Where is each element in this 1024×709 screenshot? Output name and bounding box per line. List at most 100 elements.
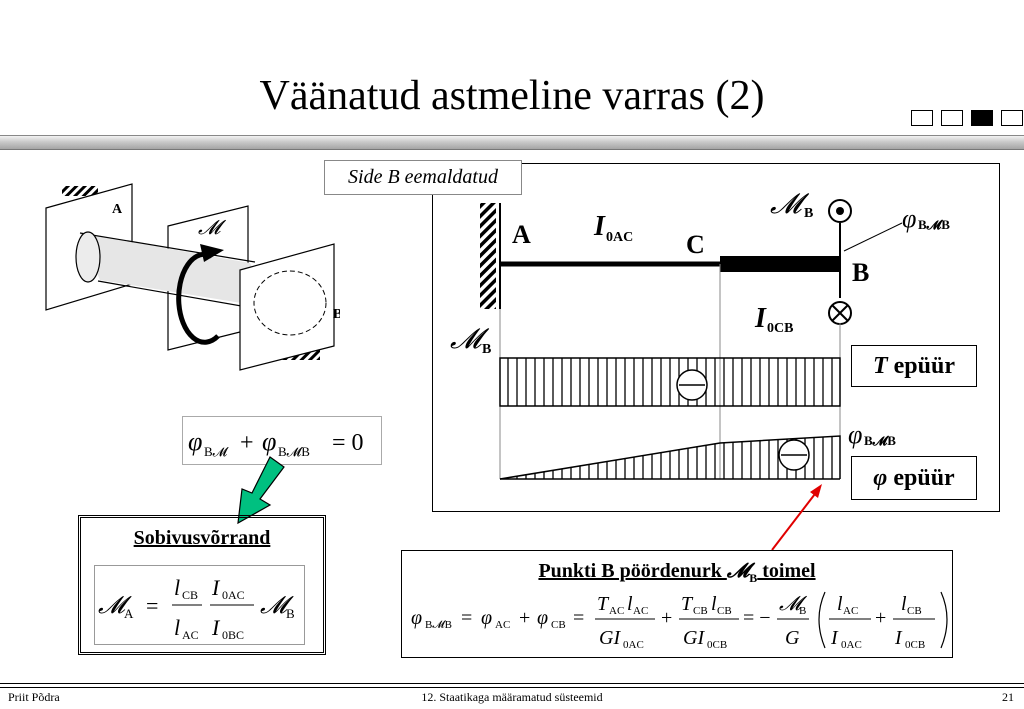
shaft-3d-figure: A B 𝓜	[45, 183, 340, 371]
svg-text:I: I	[211, 615, 221, 640]
svg-text:0CB: 0CB	[905, 639, 925, 651]
svg-text:l: l	[901, 593, 907, 615]
shaft-section-b	[253, 270, 327, 336]
svg-text:B: B	[482, 342, 491, 357]
rotation-angle-box	[401, 550, 953, 658]
svg-text:φ: φ	[537, 607, 548, 629]
side-removed-label: Side B eemaldatud	[324, 160, 522, 195]
svg-text:AC: AC	[633, 605, 648, 617]
segment-cb	[720, 256, 840, 272]
svg-text:AC: AC	[843, 605, 858, 617]
svg-text:φ: φ	[481, 607, 492, 629]
svg-text:φ: φ	[262, 427, 276, 456]
svg-text:= 0: = 0	[332, 430, 364, 456]
svg-text:CB: CB	[551, 619, 566, 631]
svg-text:B: B	[799, 605, 806, 617]
twist-angle-diagram	[500, 436, 840, 479]
wall-support-hatch	[480, 203, 496, 309]
svg-text:l: l	[711, 593, 717, 615]
footer-divider	[0, 683, 1024, 688]
torque-arrow	[176, 251, 220, 345]
svg-text:CB: CB	[693, 605, 708, 617]
svg-text:B𝓜B: B𝓜B	[425, 619, 452, 631]
label-moment: 𝓜	[198, 217, 227, 239]
label-phi-right: φ	[848, 420, 862, 449]
svg-text:CB: CB	[907, 605, 922, 617]
svg-text:B: B	[286, 606, 295, 621]
svg-text:B𝓜B: B𝓜B	[278, 444, 310, 459]
nav-square-3-active[interactable]	[971, 110, 993, 126]
green-down-arrow	[237, 456, 285, 525]
svg-text:0AC: 0AC	[623, 639, 644, 651]
label-point-c: C	[686, 230, 705, 259]
nav-square-1[interactable]	[911, 110, 933, 126]
svg-text:G: G	[785, 627, 800, 649]
rotation-angle-formula: φ B𝓜B = φ AC + φ CB = T AC l AC GI 0AC +…	[411, 591, 948, 651]
svg-text:B𝓜B: B𝓜B	[864, 433, 896, 448]
svg-text:AC: AC	[182, 628, 199, 642]
svg-text:CB: CB	[182, 588, 198, 602]
svg-text:B𝓜: B𝓜	[204, 444, 229, 459]
svg-text:AC: AC	[609, 605, 624, 617]
svg-text:A: A	[124, 606, 134, 621]
svg-text:+: +	[875, 607, 886, 629]
svg-text:φ: φ	[411, 607, 422, 629]
footer-page-number: 21	[1002, 690, 1014, 704]
svg-text:CB: CB	[717, 605, 732, 617]
beam-diagram: 𝓜 B φ B𝓜B A C B I 0AC I 0CB 𝓜 B φ B𝓜B	[450, 189, 950, 480]
svg-text:𝓜: 𝓜	[779, 593, 808, 615]
svg-text:0AC: 0AC	[606, 230, 633, 245]
svg-text:φ: φ	[188, 427, 202, 456]
svg-text:=: =	[573, 607, 584, 629]
nav-square-4[interactable]	[1001, 110, 1023, 126]
title-divider-bar	[0, 135, 1024, 150]
svg-text:l: l	[837, 593, 843, 615]
label-b: B	[333, 307, 340, 322]
svg-text:+: +	[240, 430, 254, 456]
label-phi-top: φ	[902, 204, 916, 233]
label-i-ac: I	[593, 211, 606, 242]
svg-text:I: I	[830, 627, 839, 649]
svg-text:B𝓜B: B𝓜B	[918, 217, 950, 232]
svg-text:GI: GI	[683, 627, 705, 649]
svg-text:0CB: 0CB	[707, 639, 727, 651]
twist-diagram-label: φ epüür	[851, 456, 977, 500]
svg-text:I: I	[894, 627, 903, 649]
page-title: Väänatud astmeline varras (2)	[259, 73, 765, 119]
support-a-hatch	[62, 186, 98, 196]
compatibility-equation-box	[78, 515, 326, 655]
svg-text:= −: = −	[743, 607, 771, 629]
svg-text:0CB: 0CB	[767, 321, 793, 336]
svg-text:0AC: 0AC	[222, 588, 245, 602]
compatibility-sum-equation: φ B𝓜 + φ B𝓜B = 0	[188, 427, 364, 459]
label-point-b: B	[852, 258, 869, 287]
torque-diagram	[499, 357, 841, 407]
svg-text:GI: GI	[599, 627, 621, 649]
compatibility-formula: 𝓜 A = l CB l AC I 0AC I 0BC 𝓜 B	[98, 575, 295, 642]
compatibility-formula-frame	[94, 565, 305, 645]
footer-author: Priit Põdra	[8, 690, 60, 704]
rotation-angle-title: Punkti B pöördenurk 𝓜B toimel	[538, 560, 816, 585]
svg-text:l: l	[627, 593, 633, 615]
svg-text:=: =	[461, 607, 472, 629]
diagram-frame	[432, 163, 1000, 512]
svg-text:l: l	[174, 615, 180, 640]
nav-square-2[interactable]	[941, 110, 963, 126]
compatibility-title: Sobivusvõrrand	[133, 527, 271, 549]
label-i-cb: I	[754, 303, 767, 334]
shaft-end-a	[75, 231, 101, 283]
svg-text:AC: AC	[495, 619, 510, 631]
svg-text:T: T	[597, 593, 610, 615]
torque-diagram-label: T epüür	[851, 345, 977, 387]
label-point-a: A	[512, 220, 531, 249]
compatibility-sum-box	[182, 416, 382, 465]
svg-text:+: +	[519, 607, 530, 629]
svg-text:l: l	[174, 575, 180, 600]
plate-b	[239, 243, 335, 371]
red-pointer-arrow	[771, 484, 822, 551]
svg-text:I: I	[211, 575, 221, 600]
svg-text:T: T	[681, 593, 694, 615]
svg-text:B: B	[804, 206, 813, 221]
label-a: A	[112, 202, 123, 217]
svg-text:0AC: 0AC	[841, 639, 862, 651]
